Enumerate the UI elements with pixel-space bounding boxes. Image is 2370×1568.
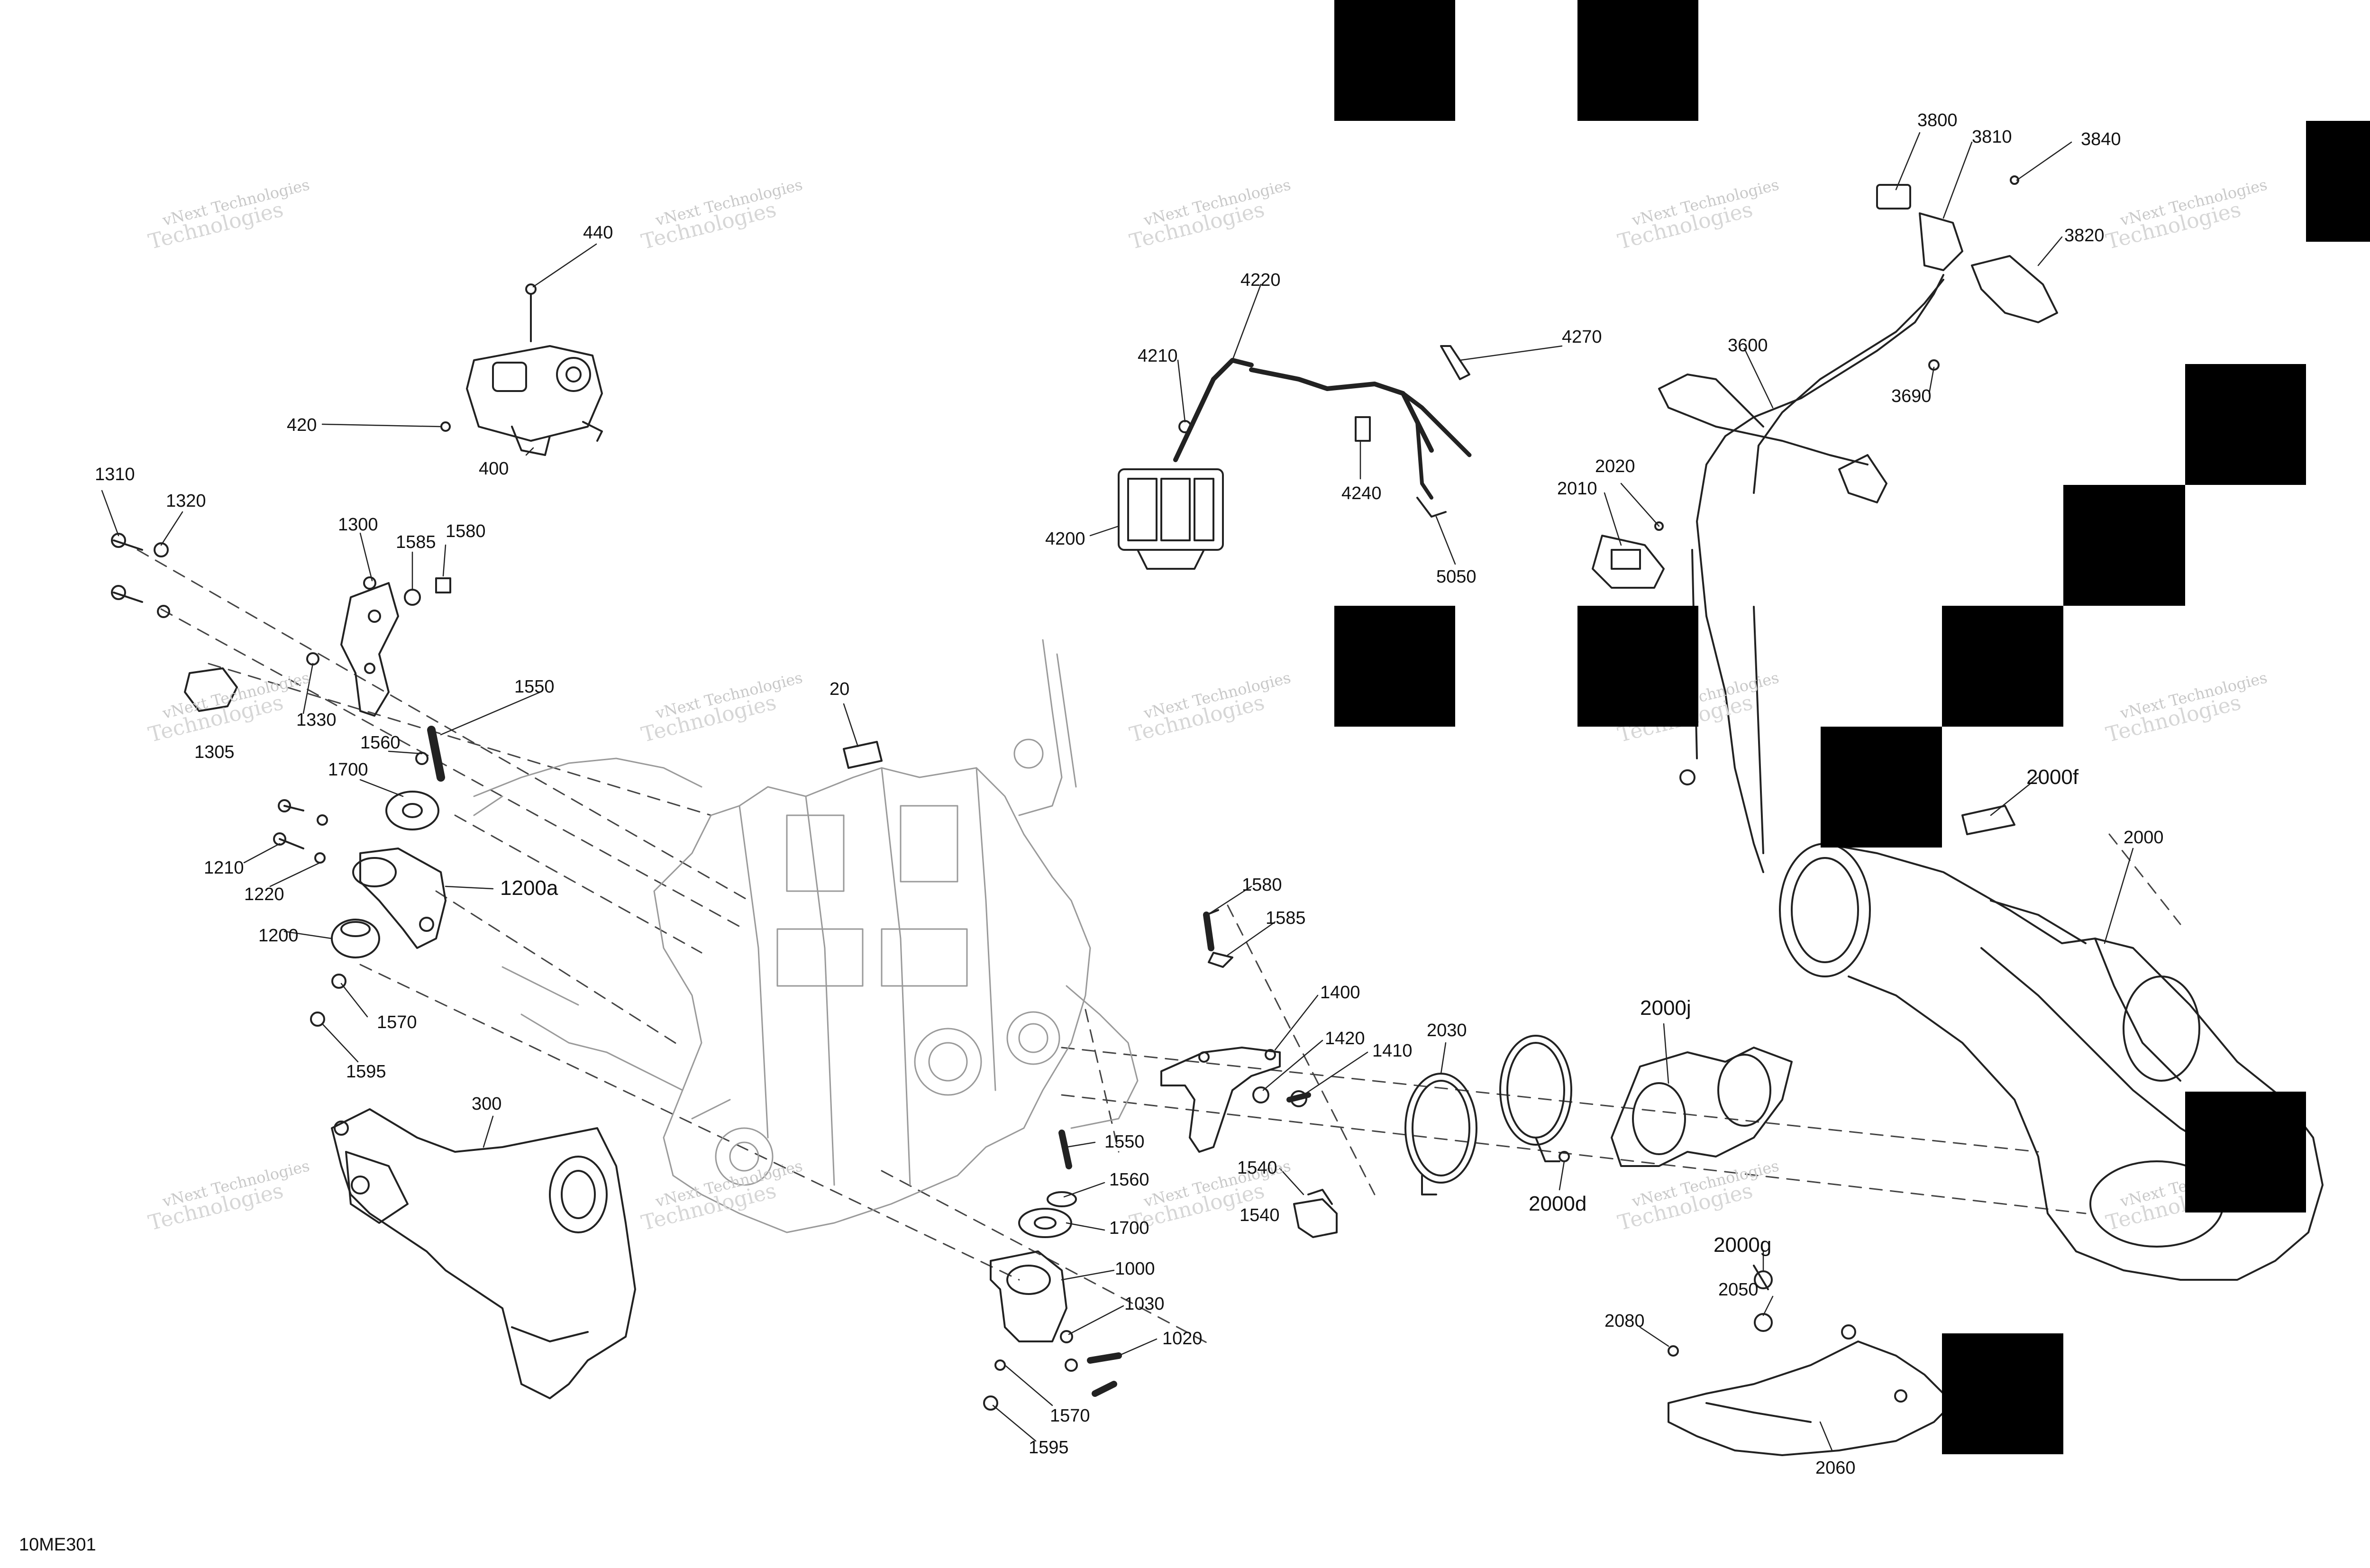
part-1400-bracket	[1160, 909, 1338, 1238]
callout-3800: 3800	[1917, 110, 1958, 130]
callout-20: 20	[830, 679, 850, 699]
callout-4210: 4210	[1138, 346, 1178, 366]
callout-3820: 3820	[2064, 226, 2105, 246]
callout-3690: 3690	[1891, 386, 1932, 406]
redaction-block	[1942, 1333, 2063, 1454]
part-2010-sensor	[1592, 521, 1665, 589]
callout-1570: 1570	[377, 1012, 417, 1032]
callout-1220: 1220	[244, 884, 284, 904]
callout-1585: 1585	[396, 532, 436, 552]
part-1000-engine-mount	[983, 1130, 1122, 1411]
callout-400: 400	[479, 459, 509, 479]
callout-4270: 4270	[1562, 327, 1602, 347]
callout-3600: 3600	[1728, 336, 1768, 356]
part-400-actuator	[440, 283, 603, 456]
callout-5050: 5050	[1436, 567, 1477, 587]
callout-2050: 2050	[1718, 1280, 1759, 1300]
callout-1210: 1210	[204, 858, 244, 878]
callout-1330: 1330	[296, 710, 337, 730]
redaction-block	[2063, 485, 2185, 606]
part-20-pin	[843, 741, 883, 769]
part-2000j-gasket	[1611, 1047, 1793, 1167]
callout-1700: 1700	[328, 760, 368, 780]
leader-lines	[101, 132, 2134, 1451]
callout-1200a: 1200a	[500, 876, 558, 900]
callout-3810: 3810	[1972, 127, 2012, 147]
callout-1305: 1305	[194, 742, 235, 762]
callout-1400: 1400	[1320, 983, 1360, 1003]
callout-1540: 1540	[1240, 1205, 1280, 1225]
callout-2010: 2010	[1557, 479, 1597, 499]
callout-1310: 1310	[95, 465, 135, 484]
callout-1420: 1420	[1325, 1029, 1365, 1048]
callout-440: 440	[583, 223, 613, 243]
callout-1030: 1030	[1124, 1294, 1165, 1314]
callout-1700: 1700	[1109, 1218, 1149, 1238]
part-2060-tray	[1668, 1324, 1954, 1456]
engine-block	[473, 639, 1139, 1233]
callout-1320: 1320	[166, 491, 206, 511]
callout-2030: 2030	[1427, 1021, 1467, 1040]
callout-1560: 1560	[1109, 1170, 1149, 1190]
callout-1540: 1540	[1237, 1158, 1277, 1178]
redaction-block	[1577, 606, 1698, 727]
callout-1550: 1550	[514, 677, 555, 697]
callout-1200: 1200	[258, 926, 299, 946]
callout-2000j: 2000j	[1640, 996, 1691, 1020]
redaction-block	[1577, 0, 1698, 121]
callout-1585: 1585	[1266, 908, 1306, 928]
part-4200-ignition-coil	[1118, 345, 1472, 570]
redaction-block	[2185, 1092, 2306, 1212]
callout-300: 300	[472, 1094, 502, 1114]
callout-2000f: 2000f	[2026, 766, 2079, 789]
part-2000-airbox	[1753, 805, 2324, 1332]
callout-1300: 1300	[338, 515, 378, 535]
callout-4200: 4200	[1045, 529, 1085, 549]
callout-2020: 2020	[1595, 456, 1635, 476]
callout-1560: 1560	[360, 733, 401, 753]
callout-1000: 1000	[1115, 1259, 1155, 1279]
callout-1580: 1580	[1242, 875, 1282, 895]
callout-2000g: 2000g	[1714, 1233, 1772, 1257]
document-code: 10ME301	[19, 1535, 96, 1555]
redaction-block	[2306, 121, 2370, 242]
redaction-block	[1942, 606, 2063, 727]
callout-1550: 1550	[1104, 1132, 1145, 1152]
callout-2000: 2000	[2124, 828, 2164, 848]
part-2030-clamps	[1404, 1035, 1572, 1195]
redaction-block	[1821, 727, 1942, 848]
callout-2000d: 2000d	[1529, 1192, 1587, 1215]
part-1300-bracket	[111, 533, 451, 717]
callout-1410: 1410	[1372, 1041, 1413, 1061]
redaction-block	[1334, 0, 1455, 121]
callout-1595: 1595	[346, 1062, 386, 1082]
callout-3840: 3840	[2081, 129, 2121, 149]
redaction-block	[1334, 606, 1455, 727]
callout-4220: 4220	[1240, 270, 1281, 290]
callout-1020: 1020	[1162, 1329, 1203, 1349]
part-300-cover	[331, 1108, 636, 1399]
callout-1580: 1580	[446, 521, 486, 541]
callout-420: 420	[287, 415, 317, 435]
redaction-block	[2185, 364, 2306, 485]
callout-2080: 2080	[1604, 1311, 1645, 1331]
callout-2060: 2060	[1815, 1458, 1856, 1478]
callout-1570: 1570	[1050, 1406, 1090, 1426]
callout-4240: 4240	[1341, 483, 1382, 503]
callout-1595: 1595	[1029, 1438, 1069, 1458]
